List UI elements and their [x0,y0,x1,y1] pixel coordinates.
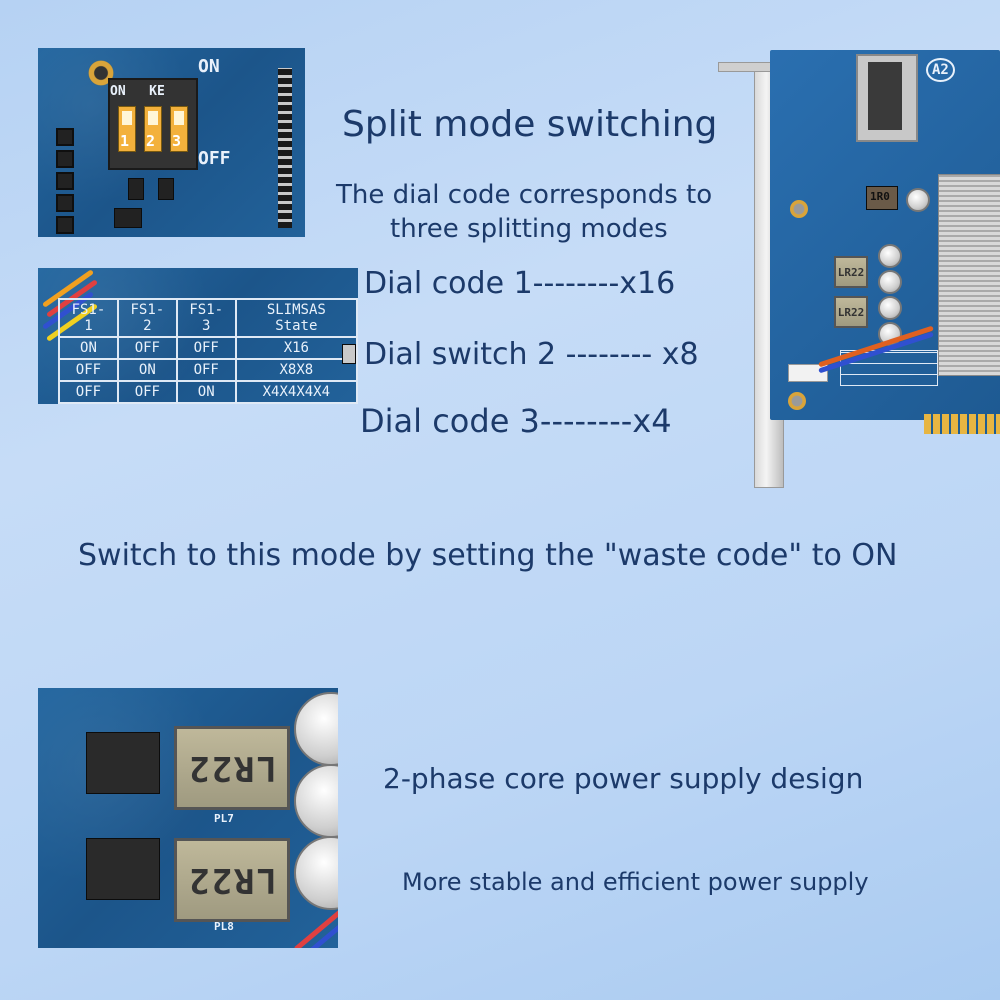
off-label: OFF [198,148,231,169]
table-cell: OFF [58,380,119,404]
inductor-label: LR22 [187,748,277,788]
table-cell: OFF [116,336,178,360]
inductor-ref-top: PL7 [214,812,234,825]
table-header: SLIMSAS State [234,298,358,338]
mode-label-1: Dial code 1--------x16 [364,266,676,301]
power-subtitle: More stable and efficient power supply [402,868,869,896]
capacitor [878,244,902,268]
table-cell: OFF [116,380,178,404]
capacitor [878,296,902,320]
mosfet [86,732,160,794]
smd-component [342,344,356,364]
inductor-ref-bottom: PL8 [214,920,234,933]
resistor-array [278,68,292,228]
dip-toggle-1 [118,106,136,152]
mount-screw [790,200,808,218]
smd-component [114,208,142,228]
table-header: FS1-2 [116,298,178,338]
mode-label-3: Dial code 3--------x4 [360,402,672,440]
table-row: OFF OFF ON X4X4X4X4 [58,380,358,404]
pcie-gold-fingers [924,414,1000,434]
card-inductor-label: LR22 [837,265,865,279]
card-inductor-2: LR22 [834,296,868,328]
mosfet [86,838,160,900]
chip-label: 1R0 [870,190,890,203]
chip [866,186,898,210]
dip-number-2: 2 [146,132,156,150]
card-inductor-1: LR22 [834,256,868,288]
table-cell: OFF [175,336,237,360]
instruction-text: Switch to this mode by setting the "wast… [78,538,898,573]
capacitor [878,270,902,294]
smd-component [128,178,144,200]
on-label: ON [198,56,220,77]
header-pin [56,150,74,168]
header-pin [56,194,74,212]
dip-number-3: 3 [172,132,182,150]
table-header: FS1-1 [58,298,119,338]
mode-label-2: Dial switch 2 -------- x8 [364,337,699,372]
power-stage-photo: LR22 LR22 PL7 PL8 [38,688,338,948]
table-cell: ON [58,336,119,360]
table-cell: OFF [175,358,237,382]
inductor-label: LR22 [187,860,277,900]
a2-marker: A2 [926,58,955,82]
fs-table-header-row: FS1-1 FS1-2 FS1-3 SLIMSAS State [58,298,358,338]
table-cell: ON [116,358,178,382]
table-cell: X16 [234,336,358,360]
dip-header-label: ON KE [110,84,165,99]
table-row: ON OFF OFF X16 [58,336,358,360]
header-pin [56,172,74,190]
expansion-card-photo: A2 1R0 LR22 LR22 [716,48,1000,488]
page-title: Split mode switching [342,104,718,145]
subtitle-line-2: three splitting modes [390,214,668,244]
dip-toggle-3 [170,106,188,152]
table-header: FS1-3 [175,298,237,338]
table-cell: X4X4X4X4 [234,380,358,404]
table-cell: OFF [58,358,119,382]
capacitor [906,188,930,212]
card-inductor-label: LR22 [837,305,865,319]
power-title: 2-phase core power supply design [383,762,864,795]
dip-toggle-2 [144,106,162,152]
inductor-top: LR22 [174,726,290,810]
fs-table: FS1-1 FS1-2 FS1-3 SLIMSAS State ON OFF O… [58,298,358,404]
table-row: OFF ON OFF X8X8 [58,358,358,382]
smd-component [158,178,174,200]
heatsink [938,174,1000,376]
dip-switch-photo: ON KE 1 2 3 ON OFF [38,48,305,237]
inductor-bottom: LR22 [174,838,290,922]
header-pin [56,128,74,146]
table-cell: ON [175,380,237,404]
slimsas-slot [868,62,902,130]
fs-table-photo: FS1-1 FS1-2 FS1-3 SLIMSAS State ON OFF O… [38,268,358,404]
subtitle-line-1: The dial code corresponds to [336,180,713,210]
table-cell: X8X8 [234,358,358,382]
header-pin [56,216,74,234]
mount-screw [788,392,806,410]
dip-number-1: 1 [120,132,130,150]
fan-connector [788,364,828,382]
